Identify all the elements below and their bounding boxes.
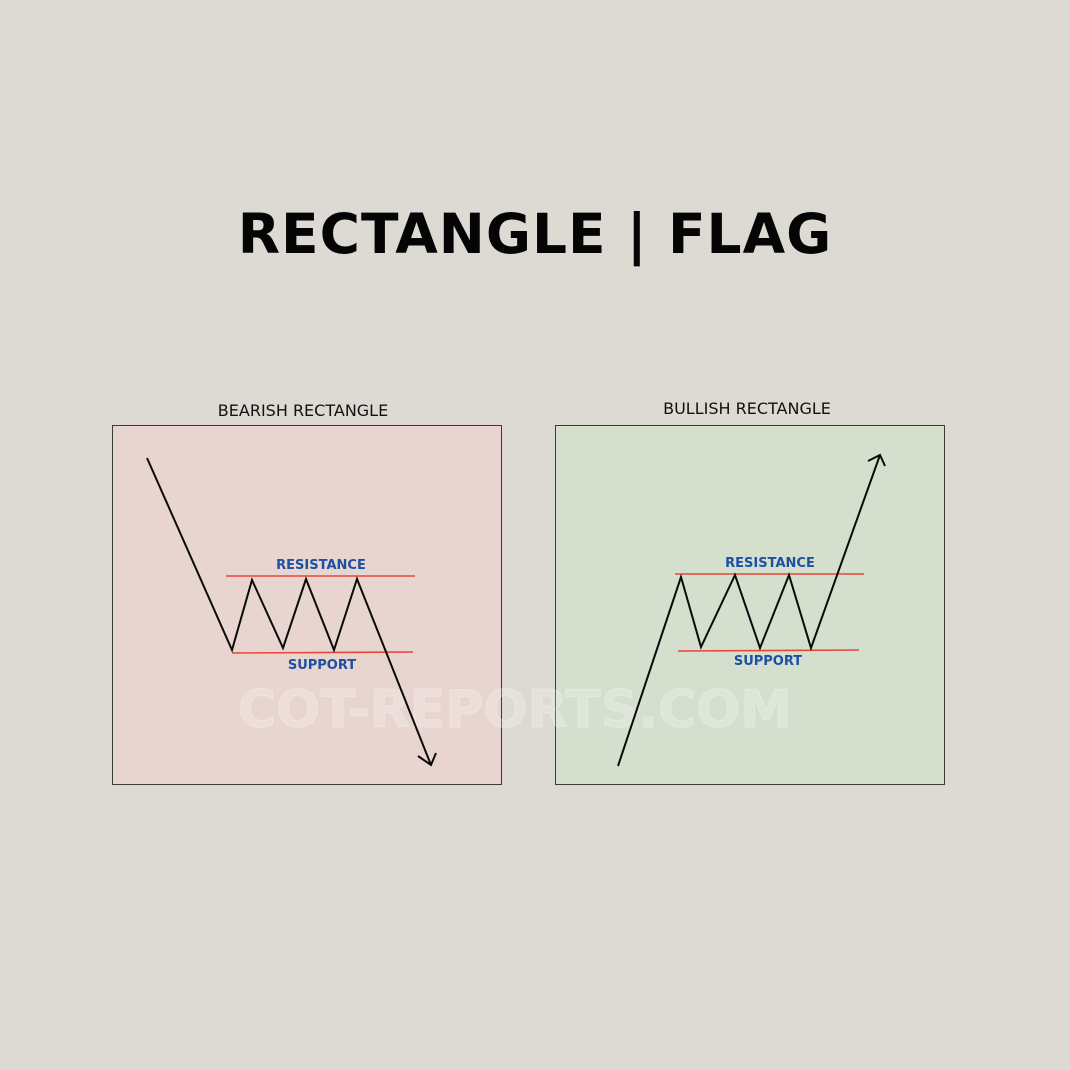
watermark-text: COT-REPORTS.COM — [238, 680, 792, 740]
bullish-support-label: SUPPORT — [734, 654, 802, 669]
bearish-diagram: RESISTANCE SUPPORT — [146, 457, 437, 767]
bullish-rectangle-panel — [555, 425, 945, 785]
arrow-down-icon — [417, 752, 437, 767]
bearish-support-line — [231, 651, 414, 654]
bullish-diagram: RESISTANCE SUPPORT — [617, 453, 886, 767]
arrow-up-icon — [867, 453, 886, 467]
bearish-panel-title: BEARISH RECTANGLE — [217, 401, 389, 420]
bearish-price-path — [146, 457, 432, 766]
bearish-resistance-label: RESISTANCE — [276, 558, 366, 573]
bearish-support-label: SUPPORT — [288, 658, 356, 673]
bullish-price-path — [617, 454, 881, 767]
bullish-resistance-label: RESISTANCE — [725, 556, 815, 571]
bullish-panel-title: BULLISH RECTANGLE — [663, 399, 831, 418]
bullish-support-line — [677, 649, 860, 652]
page-title: RECTANGLE | FLAG — [237, 202, 833, 266]
bearish-rectangle-panel — [112, 425, 502, 785]
